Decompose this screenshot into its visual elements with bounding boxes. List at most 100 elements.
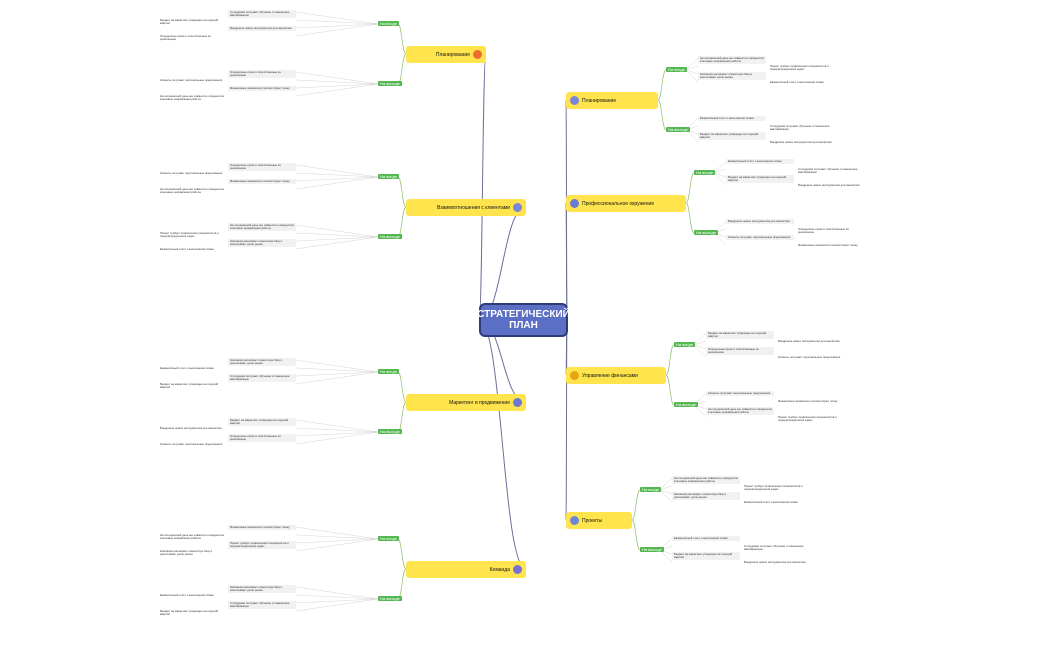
leaf-note: Ежемесячный отчет о выполнении плана: [672, 536, 740, 542]
leaf-note: Ежемесячный отчет о выполнении плана: [698, 116, 766, 122]
leaf-note: Сотрудники получают обучение и повышение…: [770, 124, 830, 132]
branch-label: Управление финансами: [582, 372, 638, 379]
leaf-note: Компания расширяет клиентскую базу и уве…: [228, 239, 296, 248]
stage-tag: На входе: [378, 536, 399, 541]
leaf-note: На сегодняшний день мы совместно определ…: [160, 94, 224, 102]
branch-team[interactable]: Команда: [406, 561, 526, 578]
leaf-note: Внедрение новых инструментов для аналити…: [770, 140, 832, 144]
people-icon: [570, 199, 579, 208]
leaf-note: Проект требует привлечения специалистов …: [228, 541, 296, 550]
leaf-note: Финансовые показатели соответствуют план…: [228, 525, 296, 531]
branch-finance[interactable]: Управление финансами: [566, 367, 666, 384]
leaf-note: Ежемесячный отчет о выполнении плана: [744, 500, 798, 504]
leaf-connector: [693, 344, 707, 350]
branch-planning[interactable]: Планирование: [566, 92, 658, 109]
leaf-note: Бюджет на маркетинг утвержден на текущий…: [672, 552, 740, 561]
tag-connector: [397, 206, 407, 238]
leaf-note: Сотрудники получают обучение и повышение…: [228, 10, 296, 19]
leaf-connector: [295, 11, 379, 25]
stage-tag: На выходе: [378, 429, 402, 434]
target-icon: [513, 203, 522, 212]
stage-tag: На выходе: [694, 230, 718, 235]
leaf-note: Внедрение новых инструментов для аналити…: [160, 426, 222, 430]
leaf-connector: [295, 359, 379, 373]
leaf-note: Клиенты получают персональные предложени…: [778, 355, 841, 359]
stage-tag: На входе: [674, 342, 695, 347]
leaf-connector: [659, 489, 673, 503]
leaf-note: На сегодняшний день мы совместно определ…: [672, 476, 740, 485]
leaf-note: Определены сроки и ответственные за реал…: [228, 434, 296, 443]
leaf-note: Определены сроки и ответственные за реал…: [706, 347, 774, 356]
branch-label: Планирование: [435, 51, 470, 58]
leaf-connector: [295, 172, 379, 178]
branch-comm[interactable]: Взаимоотношения с клиентами: [406, 199, 526, 216]
leaf-connector: [295, 419, 379, 433]
leaf-connector: [295, 594, 379, 600]
leaf-note: Определены сроки и ответственные за реал…: [228, 163, 296, 172]
tag-connector: [397, 23, 407, 55]
leaf-connector: [295, 164, 379, 178]
leaf-note: Проект требует привлечения специалистов …: [770, 64, 829, 72]
branch-marketing[interactable]: Маркетинг и продвижение: [406, 394, 526, 411]
leaf-connector: [659, 485, 673, 491]
leaf-note: Внедрение новых инструментов для аналити…: [744, 560, 806, 564]
leaf-note: Бюджет на маркетинг утвержден на текущий…: [160, 18, 219, 26]
leaf-note: Бюджет на маркетинг утвержден на текущий…: [706, 331, 774, 340]
leaf-note: Финансовые показатели соответствуют план…: [228, 179, 296, 185]
leaf-connector: [295, 367, 379, 373]
leaf-note: Клиенты получают персональные предложени…: [160, 78, 223, 82]
leaf-connector: [685, 69, 699, 83]
leaf-connector: [295, 79, 379, 85]
branch-projects[interactable]: Проекты: [566, 512, 632, 529]
leaf-note: На сегодняшний день мы совместно определ…: [698, 56, 766, 65]
leaf-note: Ежемесячный отчет о выполнении плана: [726, 159, 794, 165]
leaf-note: Финансовые показатели соответствуют план…: [798, 243, 858, 247]
tag-connector: [397, 371, 407, 403]
tag-connector: [657, 99, 667, 131]
leaf-note: Бюджет на маркетинг утвержден на текущий…: [160, 609, 219, 617]
branch-label: Проекты: [582, 517, 603, 524]
leaf-connector: [659, 489, 673, 495]
leaf-note: На сегодняшний день мы совместно определ…: [160, 533, 224, 541]
leaf-connector: [713, 160, 727, 174]
leaf-connector: [693, 332, 707, 346]
leaf-connector: [295, 176, 379, 182]
leaf-note: На сегодняшний день мы совместно определ…: [706, 407, 774, 416]
leaf-connector: [295, 176, 379, 190]
leaf-note: Внедрение новых инструментов для аналити…: [726, 219, 794, 225]
leaf-note: Проект требует привлечения специалистов …: [778, 415, 837, 423]
team-icon: [513, 565, 522, 574]
leaf-connector: [295, 538, 379, 552]
calendar-icon: [473, 50, 482, 59]
connector-planningL: [478, 53, 487, 321]
branch-prof[interactable]: Профессиональное окружение: [566, 195, 686, 212]
leaf-connector: [713, 232, 727, 246]
leaf-note: Финансовые показатели соответствуют план…: [228, 86, 296, 92]
leaf-note: Ежемесячный отчет о выполнении плана: [160, 366, 214, 370]
leaf-connector: [295, 232, 379, 238]
leaf-connector: [295, 371, 379, 385]
stage-tag: На выходе: [674, 402, 698, 407]
tag-connector: [631, 489, 641, 521]
tag-connector: [397, 53, 407, 85]
leaf-connector: [295, 526, 379, 540]
leaf-connector: [295, 431, 379, 437]
briefcase-icon: [570, 516, 579, 525]
stage-tag: На входе: [694, 170, 715, 175]
leaf-connector: [713, 172, 727, 186]
leaf-note: Бюджет на маркетинг утвержден на текущий…: [160, 382, 219, 390]
leaf-connector: [693, 404, 707, 418]
leaf-note: Сотрудники получают обучение и повышение…: [228, 374, 296, 383]
branch-planningL[interactable]: Планирование: [406, 46, 486, 63]
leaf-connector: [295, 431, 379, 445]
branch-label: Профессиональное окружение: [582, 200, 655, 207]
leaf-note: Компания расширяет клиентскую базу и уве…: [228, 585, 296, 594]
leaf-connector: [295, 71, 379, 85]
leaf-connector: [295, 19, 379, 25]
stage-tag: На выходе: [378, 81, 402, 86]
central-topic[interactable]: СТРАТЕГИЧЕСКИЙ ПЛАН: [477, 303, 570, 337]
stage-tag: На выходе: [378, 596, 402, 601]
leaf-note: Внедрение новых инструментов для аналити…: [228, 26, 296, 32]
leaf-note: Сотрудники получают обучение и повышение…: [798, 167, 858, 175]
leaf-note: Компания расширяет клиентскую базу и уве…: [672, 492, 740, 501]
